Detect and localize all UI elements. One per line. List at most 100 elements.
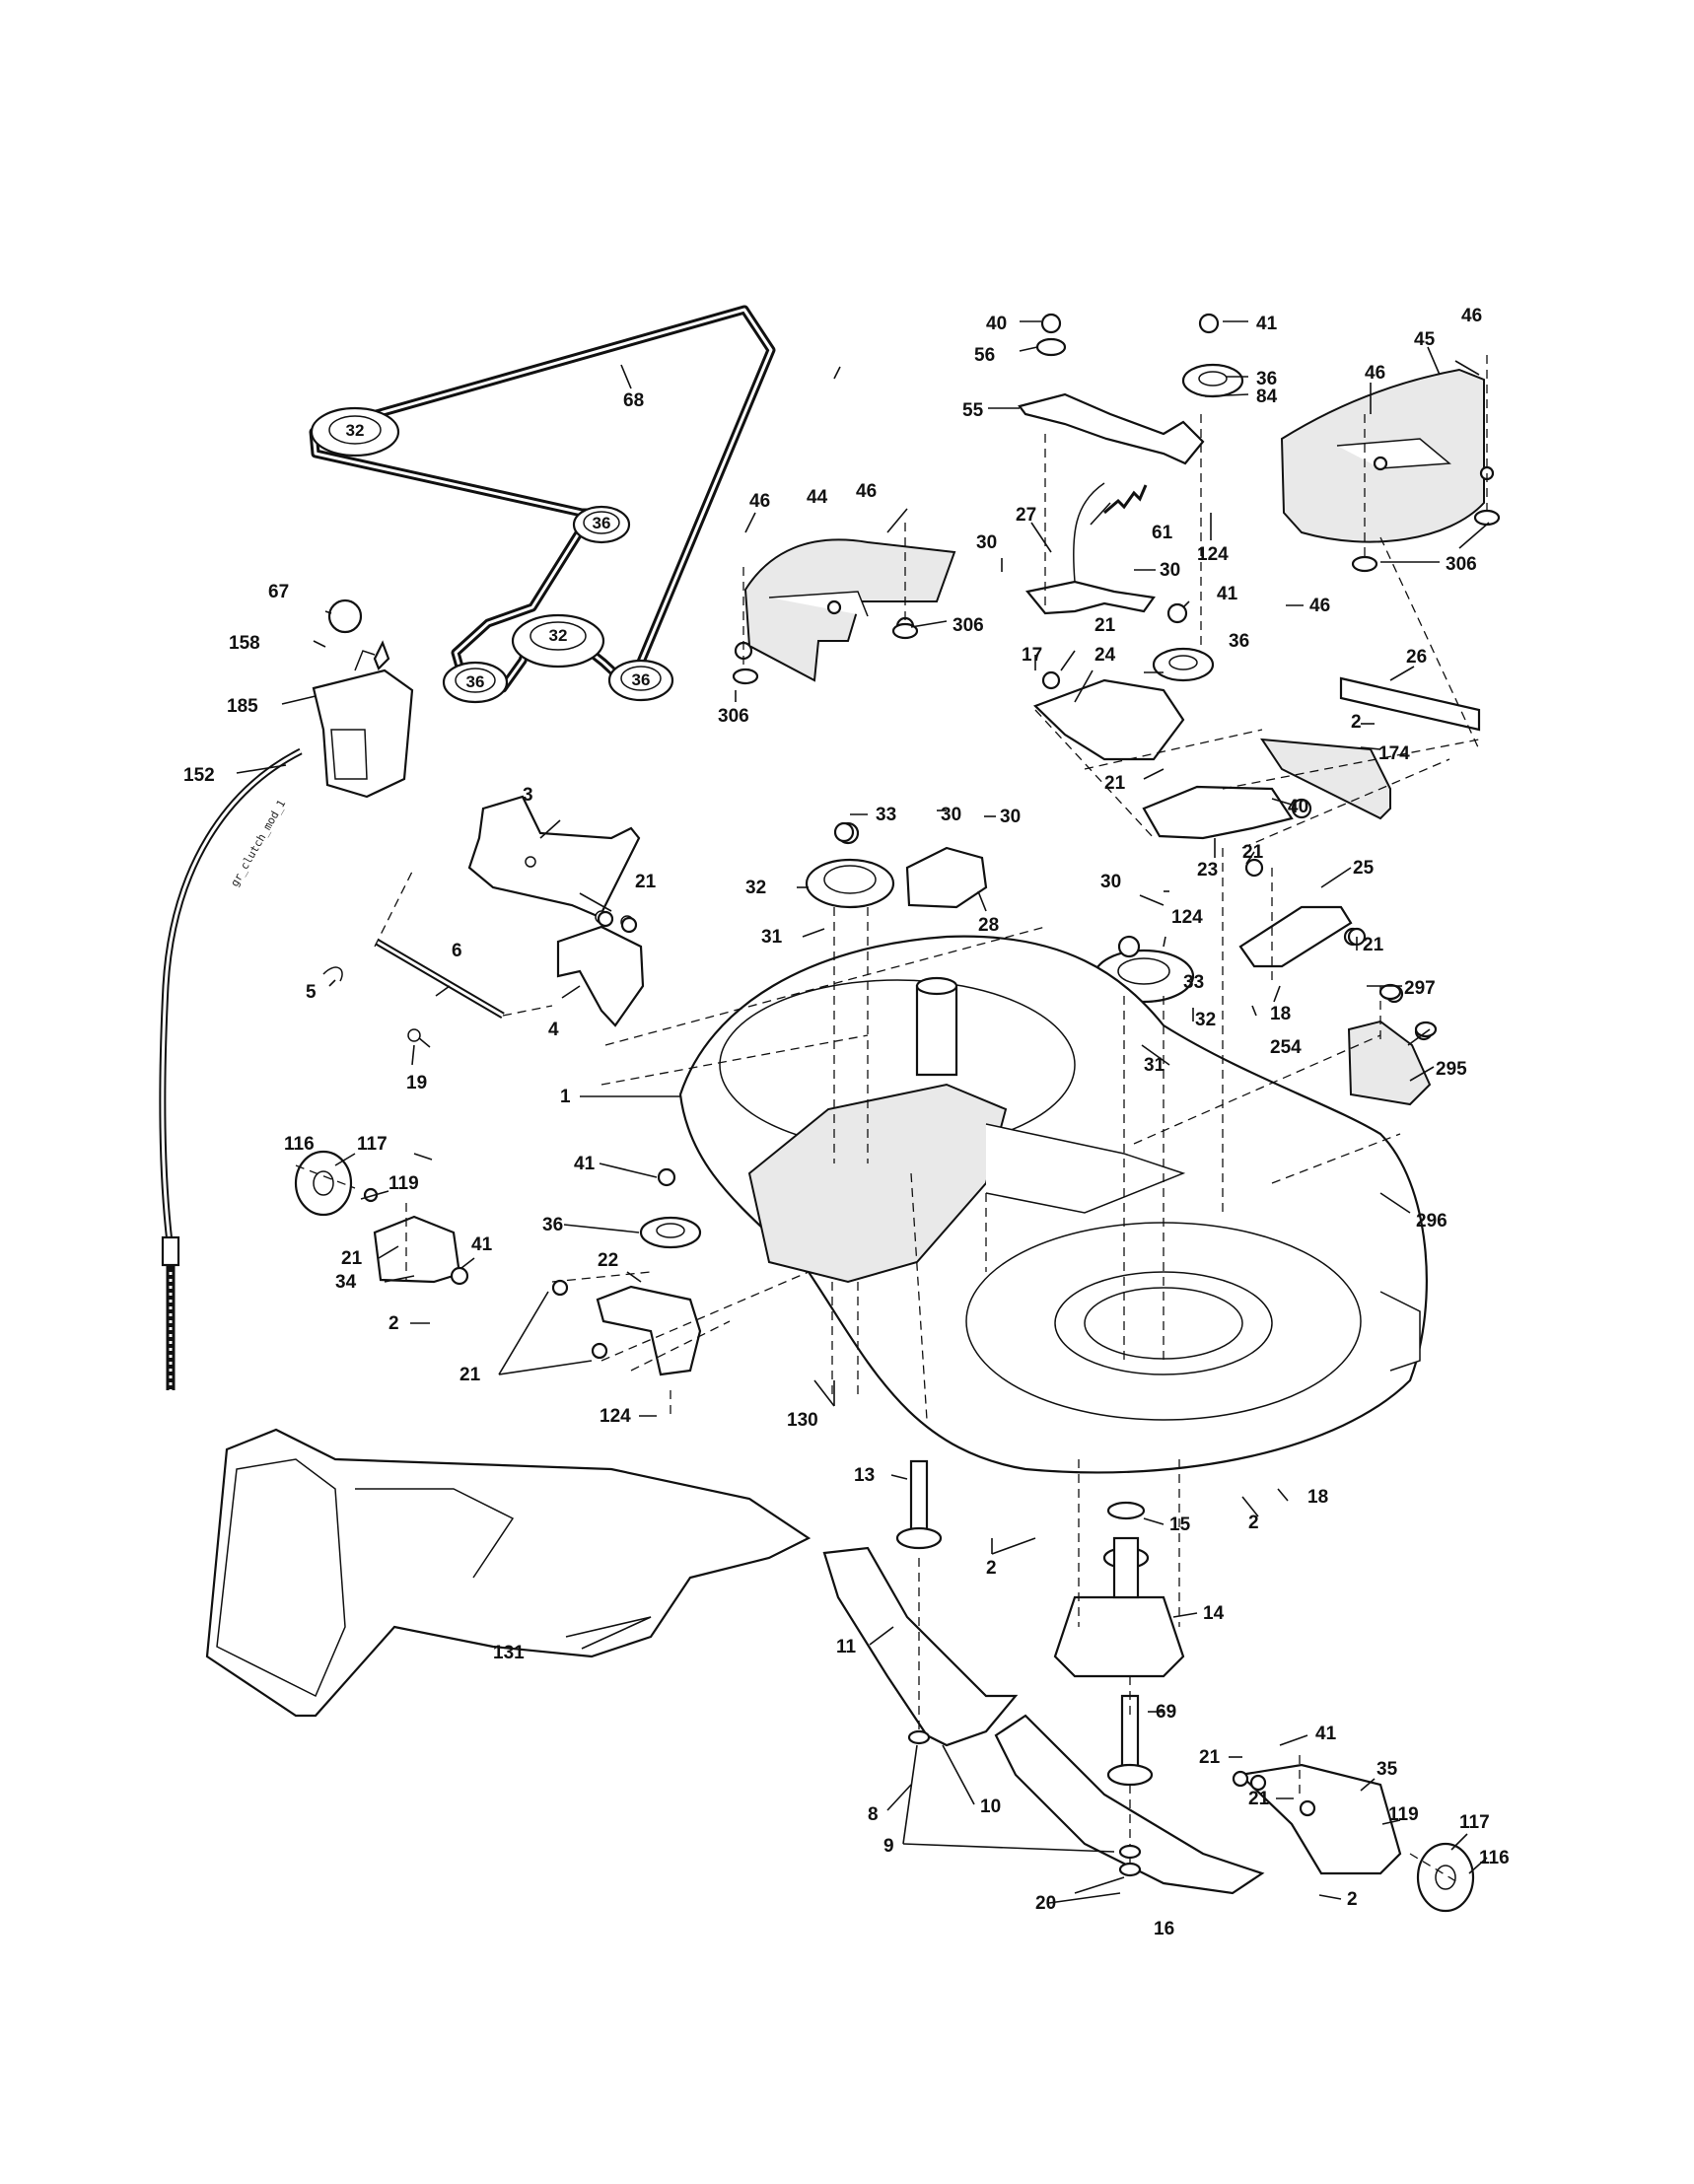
callout-124c: 124: [600, 1406, 631, 1427]
callout-2a: 2: [1351, 712, 1362, 733]
callout-1: 1: [560, 1087, 571, 1107]
callout-21a: 21: [1094, 615, 1116, 636]
callout-116a: 116: [284, 1134, 315, 1155]
callout-20: 20: [1035, 1893, 1056, 1914]
callout-leader-lines: [236, 320, 1490, 1904]
pulley-36-top-right: [1181, 363, 1244, 398]
callout-6: 6: [452, 941, 462, 961]
callout-9: 9: [883, 1836, 894, 1857]
callout-27: 27: [1016, 505, 1036, 526]
callout-21d: 21: [1363, 935, 1384, 955]
callout-131: 131: [493, 1643, 525, 1663]
callout-21h: 21: [341, 1248, 363, 1269]
callout-21c: 21: [1242, 842, 1264, 863]
callout-21i: 21: [635, 872, 657, 892]
callout-21e: 21: [459, 1365, 481, 1385]
callout-296: 296: [1416, 1211, 1447, 1232]
blade-16: [994, 1714, 1265, 1895]
callout-31b: 31: [1144, 1055, 1165, 1076]
bracket-25: [1238, 905, 1363, 968]
callout-24: 24: [1094, 645, 1116, 666]
callout-124a: 124: [1197, 544, 1229, 565]
callout-61: 61: [1152, 523, 1173, 543]
belt-cover-45: [1280, 368, 1495, 543]
callout-36c: 36: [542, 1215, 563, 1235]
callout-11: 11: [836, 1637, 857, 1657]
callout-18a: 18: [1270, 1004, 1291, 1024]
callout-36a: 36: [1256, 369, 1277, 389]
callout-40a: 40: [986, 314, 1007, 334]
svg-text:36: 36: [593, 514, 611, 532]
callout-32b: 32: [1195, 1010, 1216, 1030]
callout-28: 28: [978, 915, 999, 936]
hardware-bolts-nuts: [363, 313, 1501, 1877]
callout-119b: 119: [1388, 1804, 1419, 1825]
callout-numbers: 40 56 55 41 36 84 61 124 46 45 46 306 46…: [183, 306, 1510, 1939]
callout-46a: 46: [1461, 306, 1482, 326]
rod-6: [322, 938, 505, 1020]
idler-arm-55: [1018, 392, 1205, 465]
svg-text:36: 36: [466, 672, 485, 691]
gauge-wheel-117-right: [1416, 1842, 1475, 1913]
callout-32a: 32: [745, 878, 766, 898]
callout-124b: 124: [1171, 907, 1203, 928]
pulley-36-left-deck: [639, 1216, 702, 1249]
callout-152: 152: [183, 765, 215, 786]
callout-5: 5: [306, 982, 317, 1003]
callout-2b: 2: [1248, 1513, 1259, 1533]
callout-22: 22: [598, 1250, 618, 1271]
callout-8: 8: [868, 1804, 879, 1825]
pulley-32-right-deck: [1093, 935, 1195, 1004]
callout-306a: 306: [1446, 554, 1477, 575]
svg-text:32: 32: [346, 421, 365, 440]
callout-46b: 46: [1365, 363, 1385, 384]
discharge-chute-131: [205, 1428, 812, 1718]
callout-18b: 18: [1307, 1487, 1328, 1508]
callout-68: 68: [623, 390, 644, 411]
callout-254: 254: [1270, 1037, 1302, 1058]
idler-arm-24: [1032, 678, 1185, 761]
callout-84: 84: [1256, 387, 1278, 407]
belt-pulley-32-top: 32: [310, 406, 400, 458]
drive-belt-assembly: 32 36 32 36 36: [309, 305, 776, 704]
callout-30e: 30: [1000, 807, 1021, 827]
callout-119a: 119: [388, 1173, 419, 1194]
callout-17: 17: [1022, 645, 1042, 666]
callout-174: 174: [1378, 743, 1410, 764]
callout-2d: 2: [1347, 1889, 1358, 1910]
belt-pulley-32-center: 32: [511, 613, 605, 669]
callout-21g: 21: [1248, 1789, 1270, 1809]
bracket-22: [596, 1285, 702, 1376]
callout-10: 10: [980, 1797, 1001, 1817]
bracket-3: [467, 795, 641, 919]
callout-15: 15: [1169, 1515, 1191, 1535]
callout-30c: 30: [1100, 872, 1121, 892]
callout-44: 44: [807, 487, 828, 508]
idler-bracket-23: [1142, 785, 1294, 840]
callout-295: 295: [1436, 1059, 1467, 1080]
callout-306b: 306: [953, 615, 984, 636]
clutch-bracket-185: [312, 599, 414, 799]
callout-41e: 41: [471, 1234, 493, 1255]
callout-45: 45: [1414, 329, 1436, 350]
svg-text:36: 36: [632, 670, 651, 689]
callout-40b: 40: [1288, 797, 1308, 817]
callout-56: 56: [974, 345, 995, 366]
spindle-13: [895, 1459, 943, 1550]
callout-158: 158: [229, 633, 260, 654]
callout-116b: 116: [1479, 1848, 1510, 1868]
callout-185: 185: [227, 696, 258, 717]
callout-41c: 41: [574, 1154, 596, 1174]
pulley-36-right: [1152, 647, 1215, 682]
belt-cover-44: [734, 538, 956, 682]
spindle-housing-14: [1053, 1501, 1185, 1678]
spring-61: [1103, 484, 1148, 515]
svg-text:32: 32: [549, 626, 568, 645]
callout-33a: 33: [876, 805, 896, 825]
callout-25: 25: [1353, 858, 1375, 879]
callout-55: 55: [962, 400, 984, 421]
callout-31a: 31: [761, 927, 783, 948]
callout-30a: 30: [976, 532, 997, 553]
callout-306c: 306: [718, 706, 749, 727]
